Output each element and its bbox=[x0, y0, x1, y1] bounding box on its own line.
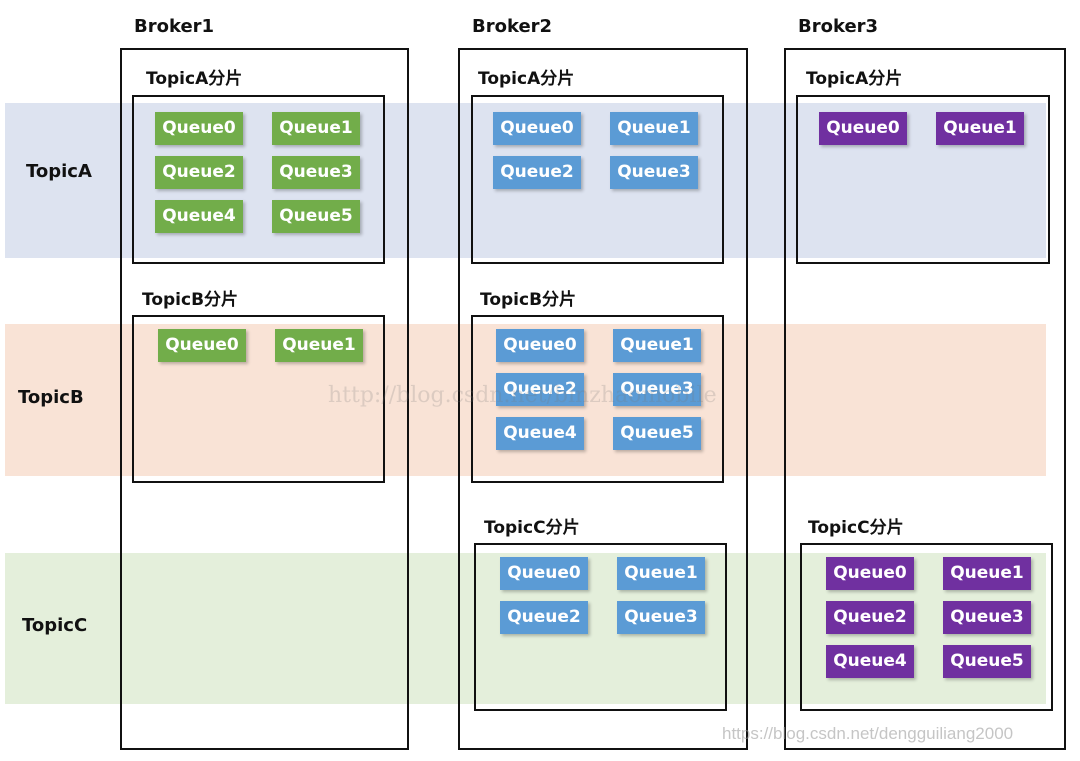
broker2-topic-c-queue1: Queue1 bbox=[617, 557, 705, 590]
broker2-topic-c-queue2: Queue2 bbox=[500, 601, 588, 634]
broker2-topic-b-queue3: Queue3 bbox=[613, 373, 701, 406]
broker2-topic-b-queue1: Queue1 bbox=[613, 329, 701, 362]
broker1-topic-a-shard-label: TopicA分片 bbox=[146, 69, 243, 89]
broker1-topic-b-shard bbox=[132, 315, 385, 483]
broker2-topic-a-queue1: Queue1 bbox=[610, 112, 698, 145]
broker2-topic-b-shard bbox=[471, 315, 724, 483]
broker-3-box bbox=[784, 48, 1066, 750]
broker1-topic-b-queue0: Queue0 bbox=[158, 329, 246, 362]
broker-2-box bbox=[458, 48, 748, 750]
broker2-topic-b-shard-label: TopicB分片 bbox=[480, 290, 577, 310]
broker3-topic-a-shard-label: TopicA分片 bbox=[806, 69, 903, 89]
broker-label-1: Broker1 bbox=[134, 16, 215, 37]
center-watermark: http://blog.csdn.net/binzhaomobile bbox=[328, 383, 717, 408]
row-label-topic-c: TopicC bbox=[22, 615, 88, 636]
broker2-topic-b-queue2: Queue2 bbox=[496, 373, 584, 406]
broker3-topic-c-queue4: Queue4 bbox=[826, 645, 914, 678]
broker2-topic-c-shard bbox=[474, 543, 727, 711]
broker1-topic-b-shard-label: TopicB分片 bbox=[142, 290, 239, 310]
broker-1-box bbox=[120, 48, 409, 750]
broker3-topic-c-queue2: Queue2 bbox=[826, 601, 914, 634]
broker2-topic-b-queue0: Queue0 bbox=[496, 329, 584, 362]
corner-watermark: https://blog.csdn.net/dengguiliang2000 bbox=[722, 724, 1014, 743]
broker3-topic-a-shard bbox=[796, 95, 1050, 264]
broker3-topic-c-queue1: Queue1 bbox=[943, 557, 1031, 590]
broker2-topic-b-queue5: Queue5 bbox=[613, 417, 701, 450]
broker2-topic-b-queue4: Queue4 bbox=[496, 417, 584, 450]
broker3-topic-a-queue0: Queue0 bbox=[819, 112, 907, 145]
broker1-topic-a-queue3: Queue3 bbox=[272, 156, 360, 189]
row-label-topic-a: TopicA bbox=[26, 161, 92, 182]
row-label-topic-b: TopicB bbox=[18, 387, 84, 408]
broker2-topic-a-shard-label: TopicA分片 bbox=[478, 69, 575, 89]
broker2-topic-c-queue3: Queue3 bbox=[617, 601, 705, 634]
broker-label-2: Broker2 bbox=[472, 16, 553, 37]
broker1-topic-a-shard bbox=[132, 95, 385, 264]
broker1-topic-a-queue4: Queue4 bbox=[155, 200, 243, 233]
broker2-topic-a-queue0: Queue0 bbox=[493, 112, 581, 145]
broker2-topic-a-queue2: Queue2 bbox=[493, 156, 581, 189]
broker3-topic-c-shard-label: TopicC分片 bbox=[808, 518, 904, 538]
broker2-topic-c-shard-label: TopicC分片 bbox=[484, 518, 580, 538]
broker1-topic-b-queue1: Queue1 bbox=[275, 329, 363, 362]
broker1-topic-a-queue0: Queue0 bbox=[155, 112, 243, 145]
broker2-topic-a-shard bbox=[471, 95, 724, 264]
broker3-topic-c-shard bbox=[800, 543, 1053, 711]
broker3-topic-c-queue0: Queue0 bbox=[826, 557, 914, 590]
broker2-topic-a-queue3: Queue3 bbox=[610, 156, 698, 189]
broker-label-3: Broker3 bbox=[798, 16, 879, 37]
broker1-topic-a-queue2: Queue2 bbox=[155, 156, 243, 189]
broker1-topic-a-queue5: Queue5 bbox=[272, 200, 360, 233]
broker1-topic-a-queue1: Queue1 bbox=[272, 112, 360, 145]
broker3-topic-a-queue1: Queue1 bbox=[936, 112, 1024, 145]
broker2-topic-c-queue0: Queue0 bbox=[500, 557, 588, 590]
broker3-topic-c-queue3: Queue3 bbox=[943, 601, 1031, 634]
broker3-topic-c-queue5: Queue5 bbox=[943, 645, 1031, 678]
